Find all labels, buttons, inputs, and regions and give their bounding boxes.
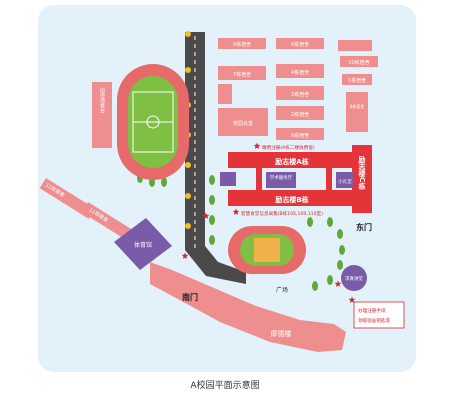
lamp-icon — [185, 223, 191, 229]
lamp-icon — [185, 162, 191, 168]
tree-icon — [337, 229, 343, 239]
label-square: 广场 — [276, 286, 288, 294]
building-dorm-11b[interactable] — [81, 202, 139, 244]
athletics-track — [117, 64, 189, 180]
building-dorm-5[interactable] — [276, 38, 324, 49]
star-icon — [202, 212, 210, 219]
label-east-gate: 东门 — [356, 222, 372, 232]
building-side-purple[interactable] — [220, 172, 236, 186]
connector-ab-1 — [256, 168, 262, 190]
star-icon — [253, 142, 261, 149]
tree-icon — [327, 217, 333, 227]
lamp-icon — [185, 67, 191, 73]
tree-icon — [209, 195, 215, 205]
court-2 — [254, 238, 280, 262]
note-registration: 缴费注册(A栋二楼收费窗) — [262, 144, 315, 151]
tree-icon — [209, 175, 215, 185]
map-caption: A校园平面示意图 — [190, 381, 260, 391]
building-lizhi-c[interactable] — [352, 145, 372, 213]
building-dorm-2[interactable] — [276, 106, 324, 120]
field-circle — [146, 115, 160, 129]
label-dorm-3: 3栋宿舍 — [291, 91, 309, 98]
label-south-gate: 南门 — [182, 292, 198, 302]
label-dorm-10: 10栋宿舍 — [348, 59, 369, 66]
tree-icon — [209, 215, 215, 225]
building-gym[interactable] — [114, 218, 172, 270]
building-houde[interactable] — [150, 262, 346, 352]
note-box — [353, 301, 405, 329]
label-dorm-8: 8栋宿舍 — [350, 103, 365, 109]
building-small-hall[interactable] — [336, 172, 354, 188]
tree-icon — [307, 217, 313, 227]
building-lizhi-b[interactable] — [228, 190, 352, 206]
building-dorm-6[interactable] — [276, 128, 324, 140]
note-handbook-2: 领取宿舍钥匙等 — [358, 317, 391, 324]
building-dorm-1[interactable] — [342, 74, 372, 85]
star-icon — [181, 252, 189, 259]
label-gym: 体育馆 — [134, 241, 152, 249]
label-dorm-6: 6栋宿舍 — [291, 132, 309, 139]
building-dorm-9[interactable] — [218, 38, 266, 49]
building-dorm-7[interactable] — [218, 66, 266, 80]
building-lizhi-a[interactable] — [228, 152, 352, 168]
building-qiuzhen[interactable] — [341, 265, 367, 291]
label-small-hall: 小礼堂 — [338, 178, 352, 185]
building-student-service[interactable] — [266, 172, 296, 188]
label-dorm-4: 4栋宿舍 — [291, 69, 309, 76]
lamp-icon — [185, 193, 191, 199]
label-ath-stand: 田径场看台 — [99, 88, 105, 114]
label-student-service: 学术服务厅 — [270, 174, 293, 181]
label-dorm-7: 7栋宿舍 — [233, 71, 251, 78]
building-dorm-4[interactable] — [276, 64, 324, 78]
note-handbook-1: 办理注册手续 — [358, 307, 386, 314]
building-ath-stand[interactable] — [92, 82, 112, 148]
star-icon — [232, 208, 240, 215]
label-houde: 厚德楼 — [271, 329, 292, 338]
label-dorm-1: 1栋宿舍 — [348, 77, 366, 84]
label-dorm-5: 5栋宿舍 — [291, 41, 309, 48]
label-lizhi-c: 励志楼C栋 — [358, 155, 367, 190]
note-photo-collection: 智慧食堂信息采集(B栋105,109,110室) — [241, 210, 323, 217]
building-dorm-7-wing[interactable] — [218, 84, 232, 104]
label-dorm-9: 9栋宿舍 — [233, 41, 251, 48]
building-dorm-8[interactable] — [346, 92, 368, 132]
label-school-hall: 校园会堂 — [233, 120, 253, 127]
street-lamps — [185, 31, 191, 229]
lamp-icon — [185, 31, 191, 37]
tree-icon — [209, 235, 215, 245]
second-track — [228, 226, 306, 274]
connector-ab-2 — [326, 168, 332, 190]
building-dorm-10a[interactable] — [338, 40, 372, 51]
building-school-hall[interactable] — [218, 108, 268, 136]
trees — [137, 173, 345, 291]
main-road — [185, 32, 246, 284]
tree-icon — [337, 260, 343, 270]
star-icon — [348, 296, 356, 303]
tree-icon — [161, 177, 167, 187]
label-lizhi-b: 励志楼B栋 — [275, 195, 308, 204]
tree-icon — [339, 245, 345, 255]
tree-icon — [312, 281, 318, 291]
star-icon — [334, 280, 342, 287]
building-dorm-11[interactable] — [39, 178, 96, 219]
building-dorm-3[interactable] — [276, 86, 324, 100]
tree-icon — [327, 275, 333, 285]
building-dorm-10[interactable] — [340, 56, 378, 67]
label-qiuzhen: 求真讲堂 — [345, 275, 363, 282]
label-lizhi-a: 励志楼A栋 — [275, 157, 308, 166]
label-dorm-2: 2栋宿舍 — [291, 111, 309, 118]
